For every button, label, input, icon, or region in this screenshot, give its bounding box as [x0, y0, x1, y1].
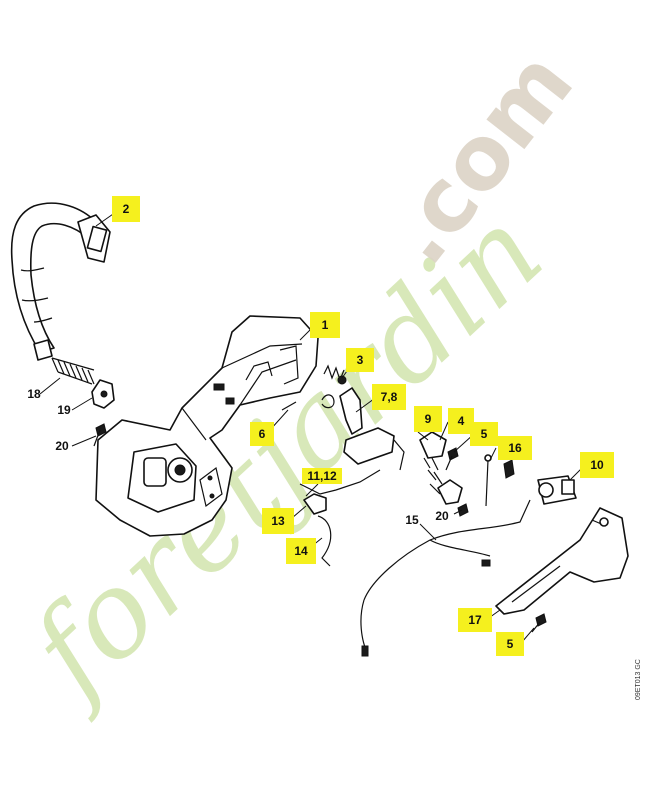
label-14-text: 14 [294, 544, 308, 558]
label-11-12-text: 11,12 [307, 469, 337, 483]
label-2: 2 [112, 196, 140, 222]
label-10-text: 10 [590, 458, 604, 472]
handlebar-part [10, 202, 111, 361]
lever-part [321, 387, 363, 435]
grip-part [419, 431, 463, 505]
label-4-text: 4 [458, 414, 465, 428]
label-9: 9 [414, 406, 442, 432]
label-2-text: 2 [123, 202, 130, 216]
label-15: 15 [405, 513, 419, 527]
label-18-text: 18 [27, 387, 41, 401]
label-20-left-text: 20 [55, 439, 69, 453]
spring-part [51, 357, 95, 385]
screw-part [93, 423, 107, 447]
label-17: 17 [458, 608, 492, 632]
label-3-text: 3 [357, 353, 364, 367]
spring-clip-part [299, 469, 381, 495]
label-6: 6 [250, 422, 274, 446]
label-5-upper-text: 5 [481, 427, 488, 441]
label-16: 16 [498, 436, 532, 460]
diagram-code: 09ET013 GC [635, 659, 642, 700]
small-spring-part [323, 364, 347, 385]
label-7-8: 7,8 [372, 384, 406, 410]
label-16-text: 16 [508, 441, 522, 455]
label-6-text: 6 [259, 427, 266, 441]
label-20-left: 20 [55, 439, 69, 453]
label-4: 4 [448, 408, 474, 434]
label-5-lower: 5 [496, 632, 524, 656]
label-20-right-text: 20 [435, 509, 449, 523]
cable-part [360, 499, 531, 657]
pivot-pin-part [484, 454, 515, 507]
bracket-part [91, 379, 115, 409]
screw-part-bottom [531, 613, 547, 633]
label-3: 3 [346, 348, 374, 372]
label-11-12: 11,12 [302, 468, 342, 484]
label-18: 18 [27, 387, 41, 401]
screw-part-lower [457, 503, 469, 517]
pin-part [281, 401, 297, 411]
label-1: 1 [310, 312, 340, 338]
housing-part [95, 315, 319, 537]
label-7-8-text: 7,8 [381, 390, 398, 404]
rod-part [317, 515, 332, 567]
label-13: 13 [262, 508, 294, 534]
label-5-upper: 5 [470, 422, 498, 446]
handle-cover-part [495, 507, 629, 615]
watermark-text: foretjardin [0, 182, 568, 726]
screw-part-right [445, 447, 459, 471]
label-5-lower-text: 5 [507, 637, 514, 651]
switch-part [537, 475, 577, 505]
label-15-text: 15 [405, 513, 419, 527]
label-13-text: 13 [271, 514, 285, 528]
clip-part [303, 493, 327, 515]
label-20-right: 20 [435, 509, 449, 523]
label-17-text: 17 [468, 613, 482, 627]
label-19: 19 [57, 403, 71, 417]
label-9-text: 9 [425, 412, 432, 426]
label-14: 14 [286, 538, 316, 564]
label-10: 10 [580, 452, 614, 478]
label-19-text: 19 [57, 403, 71, 417]
trigger-plate-part [343, 427, 405, 471]
label-1-text: 1 [322, 318, 329, 332]
